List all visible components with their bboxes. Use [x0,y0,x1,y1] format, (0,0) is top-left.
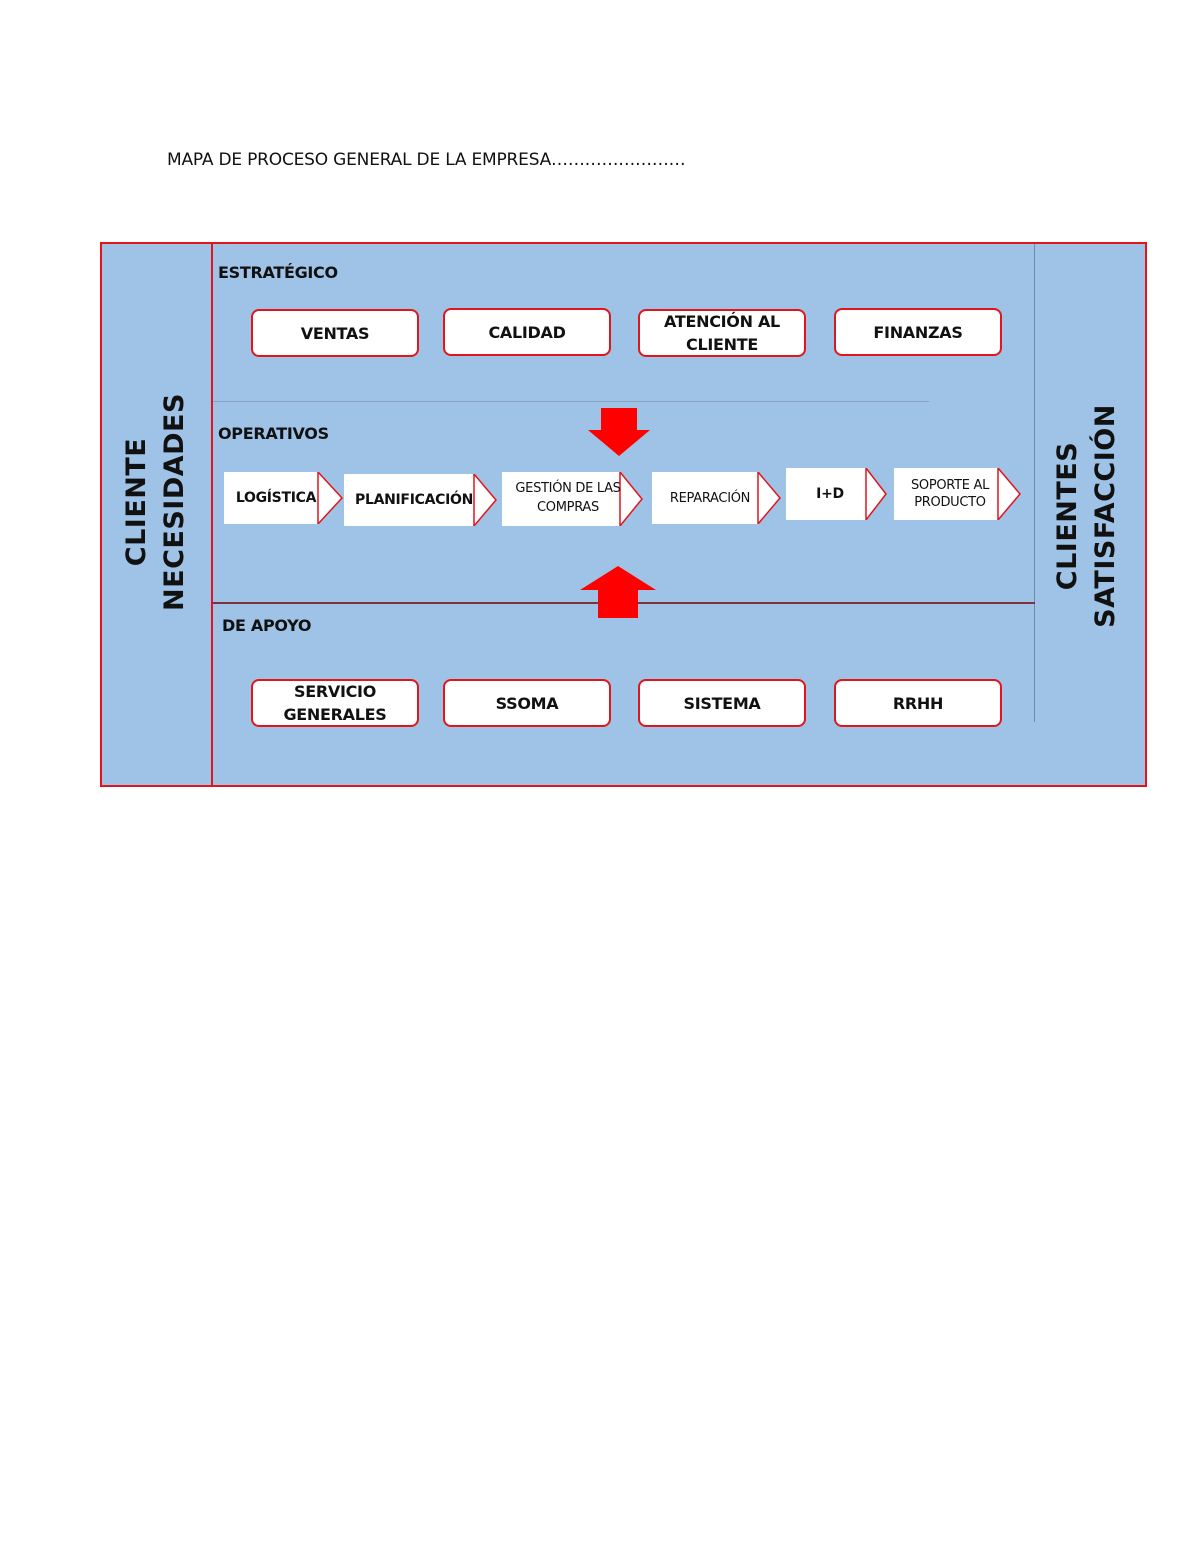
support-box-servicio-generales: SERVICIO GENERALES [251,679,419,727]
right-divider [1034,244,1035,722]
strategic-title: ESTRATÉGICO [218,263,338,282]
step-reparacion: REPARACIÓN [652,472,782,524]
left-divider [211,244,213,785]
support-title: DE APOYO [222,616,312,635]
right-label-line-1: CLIENTES [1052,441,1083,591]
strategic-divider [213,401,929,402]
step-logistica-label: LOGÍSTICA [235,489,317,506]
strategic-box-calidad: CALIDAD [443,308,611,356]
support-box-sistema: SISTEMA [638,679,806,727]
document-title: MAPA DE PROCESO GENERAL DE LA EMPRESA………… [167,150,686,170]
support-box-rrhh: RRHH [834,679,1002,727]
strategic-box-atencion-cliente: ATENCIÓN AL CLIENTE [638,309,806,357]
down-arrow-icon [586,408,652,463]
left-label-line-1: CLIENTE [121,437,152,567]
up-arrow-icon [578,564,658,625]
right-side-label: CLIENTES SATISFACCIÓN [1049,404,1125,628]
step-logistica: LOGÍSTICA [224,472,344,524]
step-soporte-producto-label: SOPORTE AL PRODUCTO [910,478,990,510]
support-box-ssoma: SSOMA [443,679,611,727]
step-gestion-compras-label: GESTIÓN DE LAS COMPRAS [515,481,621,515]
step-planificacion: PLANIFICACIÓN [344,474,498,526]
step-reparacion-label: REPARACIÓN [669,490,751,506]
process-map: CLIENTE NECESIDADES CLIENTES SATISFACCIÓ… [100,242,1147,787]
strategic-box-ventas: VENTAS [251,309,419,357]
step-soporte-producto: SOPORTE AL PRODUCTO [894,468,1022,520]
left-side-label: CLIENTE NECESIDADES [118,393,194,611]
step-gestion-compras: GESTIÓN DE LAS COMPRAS [502,472,644,526]
step-i-d-label: I+D [816,485,844,502]
strategic-box-finanzas: FINANZAS [834,308,1002,356]
step-planificacion-label: PLANIFICACIÓN [354,491,474,508]
right-label-line-2: SATISFACCIÓN [1090,404,1121,628]
operative-title: OPERATIVOS [218,424,329,443]
step-i-d: I+D [786,468,888,520]
left-label-line-2: NECESIDADES [159,393,190,611]
